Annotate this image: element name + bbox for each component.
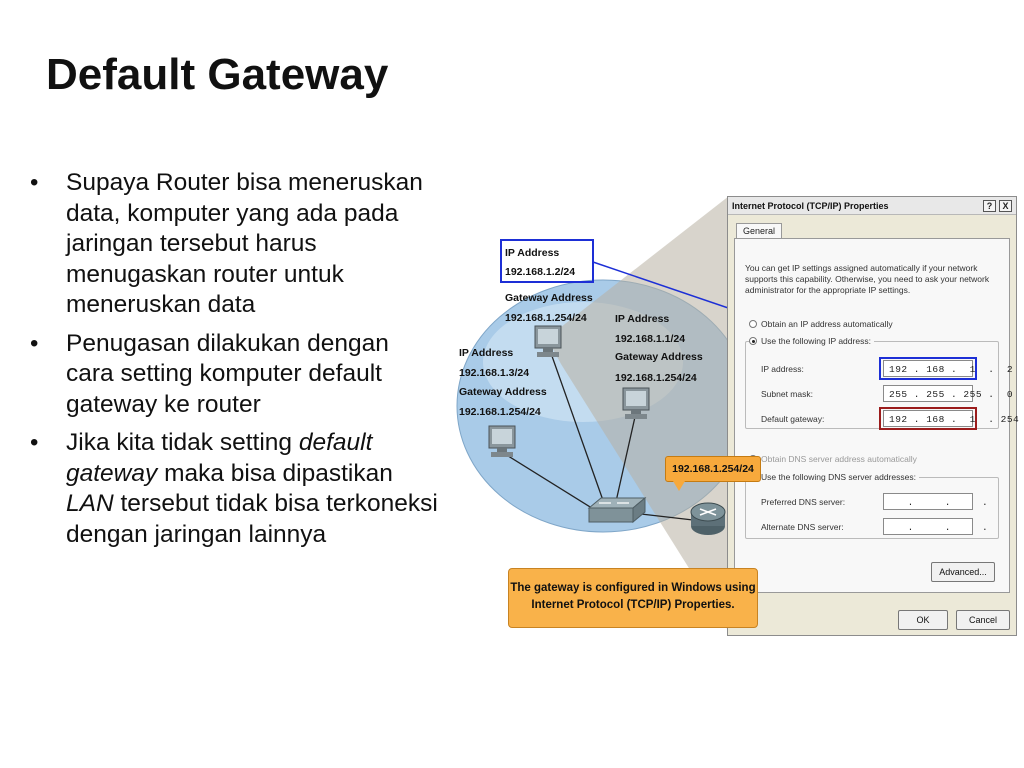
advanced-button[interactable]: Advanced... [931,562,995,582]
subnet-mask-label: Subnet mask: [761,389,813,399]
bullet-text: Penugasan dilakukan dengan cara setting … [66,329,389,418]
network-figure: IP Address 192.168.1.2/24 Gateway Addres… [455,192,1021,642]
radio-obtain-dns-auto[interactable]: Obtain DNS server address automatically [749,454,917,464]
ip-address-label: IP address: [761,364,804,374]
radio-label: Obtain an IP address automatically [761,319,893,329]
preferred-dns-field[interactable]: . . . [883,493,988,510]
host-ip-highlight-box [500,239,594,283]
host-gw-value: 192.168.1.254/24 [615,372,697,384]
bullet-dot-icon: • [30,329,39,357]
alternate-dns-label: Alternate DNS server: [761,522,844,532]
link-line [614,407,638,507]
bullet-item: • Jika kita tidak setting default gateway… [28,428,438,550]
radio-label: Use the following DNS server addresses: [761,472,916,482]
host-gw-value: 192.168.1.254/24 [505,312,587,324]
router-address-callout: 192.168.1.254/24 [665,456,761,482]
bullet-item: • Penugasan dilakukan dengan cara setting… [28,329,438,421]
info-text: You can get IP settings assigned automat… [745,263,990,295]
slide-title: Default Gateway [46,50,389,99]
link-line [546,341,606,507]
radio-off-icon [749,320,757,328]
host-gw-value: 192.168.1.254/24 [459,406,541,418]
default-gateway-label: Default gateway: [761,414,825,424]
default-gateway-field[interactable]: 192 . 168 . 1 . 254 [883,410,1019,427]
pc-icon [488,425,516,457]
host-ip-value: 192.168.1.1/24 [615,333,685,345]
host-ip-label: IP Address [615,313,669,325]
radio-use-following-ip[interactable]: Use the following IP address: [749,336,874,346]
bullet-list: • Supaya Router bisa meneruskan data, kom… [28,168,438,558]
pc-icon [534,325,562,357]
router-icon [690,502,726,535]
host-ip-value: 192.168.1.2/24 [505,266,575,278]
bullet-dot-icon: • [30,169,39,196]
subnet-mask-field[interactable]: 255 . 255 . 255 . 0 [883,385,1013,402]
host-ip-label: IP Address [505,247,559,259]
cancel-button[interactable]: Cancel [956,610,1010,630]
ok-button[interactable]: OK [898,610,948,630]
radio-label: Use the following IP address: [761,336,871,346]
preferred-dns-label: Preferred DNS server: [761,497,846,507]
host-ip-label: IP Address [459,347,513,359]
radio-use-following-dns[interactable]: Use the following DNS server addresses: [749,472,919,482]
host-gw-label: Gateway Address [505,292,593,304]
radio-label: Obtain DNS server address automatically [761,454,917,464]
host-ip-value: 192.168.1.3/24 [459,367,529,379]
ip-address-field[interactable]: 192 . 168 . 1 . 2 [883,360,1013,377]
help-button[interactable]: ? [983,200,996,212]
host-gw-label: Gateway Address [459,386,547,398]
network-diagram: IP Address 192.168.1.2/24 Gateway Addres… [456,196,882,632]
bullet-dot-icon: • [30,429,39,456]
general-panel: You can get IP settings assigned automat… [734,238,1019,593]
link-line [504,453,596,511]
dialog-title: Internet Protocol (TCP/IP) Properties [728,197,1016,215]
alternate-dns-field[interactable]: . . . [883,518,988,535]
radio-obtain-ip-auto[interactable]: Obtain an IP address automatically [749,319,893,329]
bullet-text: Supaya Router bisa meneruskan data, komp… [66,169,423,318]
bullet-text: Jika kita tidak setting default gateway … [66,429,438,548]
close-button[interactable]: X [999,200,1012,212]
switch-icon [587,496,647,524]
radio-on-icon [749,337,757,345]
ip-highlight-box [879,357,977,380]
gateway-highlight-box [879,407,977,430]
tcpip-properties-dialog: Internet Protocol (TCP/IP) Properties ? … [727,196,1019,636]
bullet-item: • Supaya Router bisa meneruskan data, kom… [28,168,438,321]
link-line [640,513,694,521]
callout-pointer-icon [673,481,685,491]
tab-general[interactable]: General [736,223,783,239]
figure-caption: The gateway is configured in Windows usi… [508,568,758,628]
host-gw-label: Gateway Address [615,351,703,363]
pc-icon [622,387,650,419]
